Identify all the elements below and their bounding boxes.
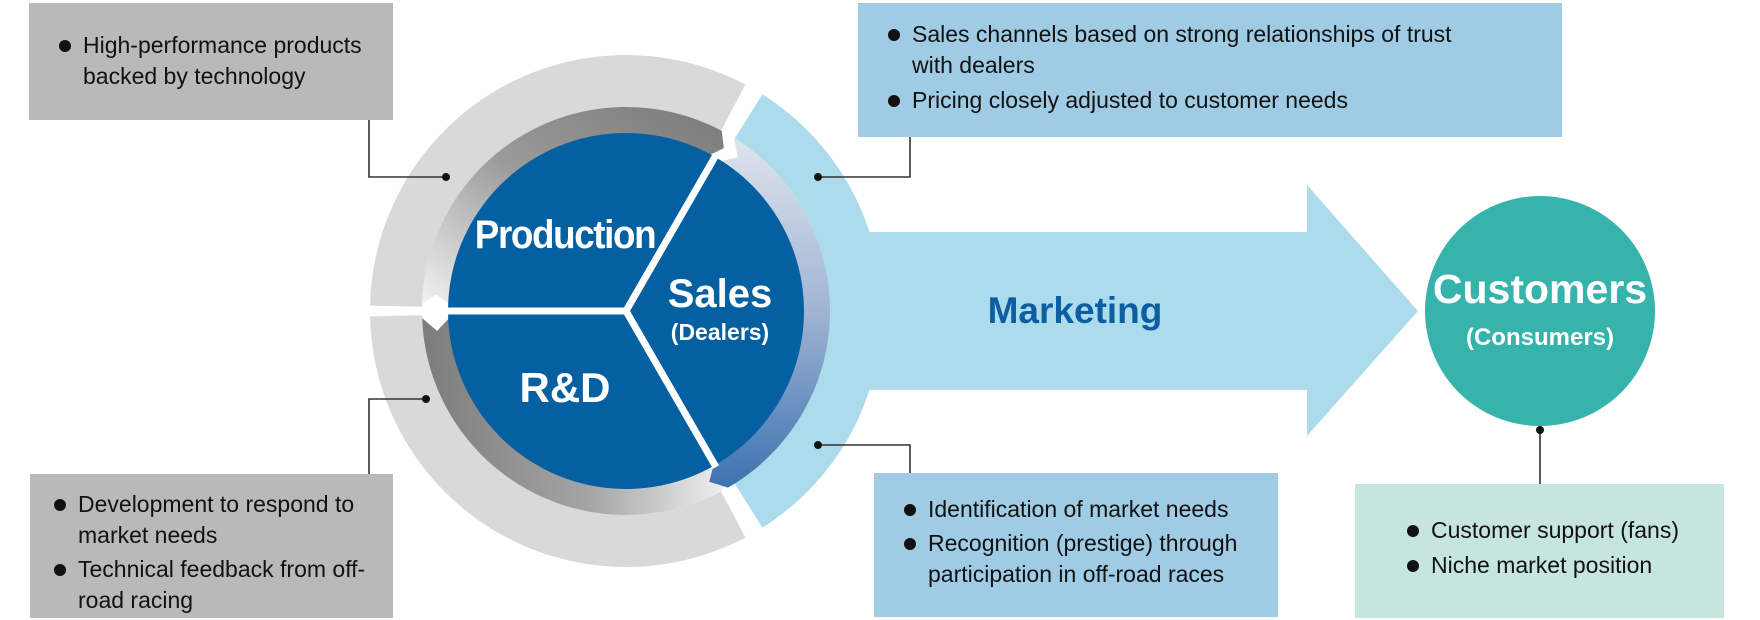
customers-callout: Customer support (fans) Niche market pos… — [1355, 484, 1724, 618]
rd-callout-item: Development to respond to market needs — [54, 489, 383, 551]
middle-ring-production — [422, 107, 724, 305]
production-callout: High-performance products backed by tech… — [29, 3, 393, 120]
rd-callout-item: Technical feedback from off-road racing — [54, 554, 383, 616]
sales-callout: Sales channels based on strong relations… — [858, 3, 1562, 137]
connector-production — [368, 120, 446, 178]
customers-callout-item: Niche market position — [1407, 550, 1714, 581]
connector-dot-sales — [814, 173, 822, 181]
customers-circle — [1425, 196, 1655, 426]
marketing-callout: Identification of market needs Recogniti… — [874, 473, 1278, 617]
customers-label: Customers — [1432, 266, 1648, 312]
connector-rd — [368, 398, 426, 474]
customers-sub-label: (Consumers) — [1465, 324, 1615, 351]
divider-lower — [622, 309, 720, 469]
connector-dot-rd — [422, 395, 430, 403]
connector-dot-production — [442, 173, 450, 181]
production-callout-item: High-performance products backed by tech… — [59, 30, 383, 92]
connector-marketing — [818, 444, 911, 473]
production-label: Production — [474, 213, 657, 257]
connector-dot-marketing — [814, 441, 822, 449]
marketing-callout-item: Identification of market needs — [904, 494, 1268, 525]
rd-label: R&D — [519, 364, 611, 411]
customers-callout-item: Customer support (fans) — [1407, 515, 1714, 546]
sales-callout-item: Pricing closely adjusted to customer nee… — [888, 85, 1552, 116]
divider-upper — [622, 153, 720, 313]
connector-dot-customers — [1536, 426, 1544, 434]
outer-ring-sales — [734, 94, 882, 528]
connector-sales — [818, 137, 911, 178]
sales-label: Sales — [667, 272, 773, 316]
sales-sub-label: (Dealers) — [670, 319, 770, 345]
marketing-callout-item: Recognition (prestige) through participa… — [904, 528, 1268, 590]
outer-ring-rd — [370, 315, 746, 567]
outer-ring-production — [370, 55, 746, 307]
sales-callout-item: Sales channels based on strong relations… — [888, 19, 1472, 81]
middle-ring-rd — [422, 317, 727, 516]
marketing-arrow — [780, 185, 1418, 436]
marketing-label: Marketing — [987, 290, 1163, 331]
rd-callout: Development to respond to market needs T… — [30, 474, 393, 618]
middle-ring-sales — [709, 137, 831, 488]
